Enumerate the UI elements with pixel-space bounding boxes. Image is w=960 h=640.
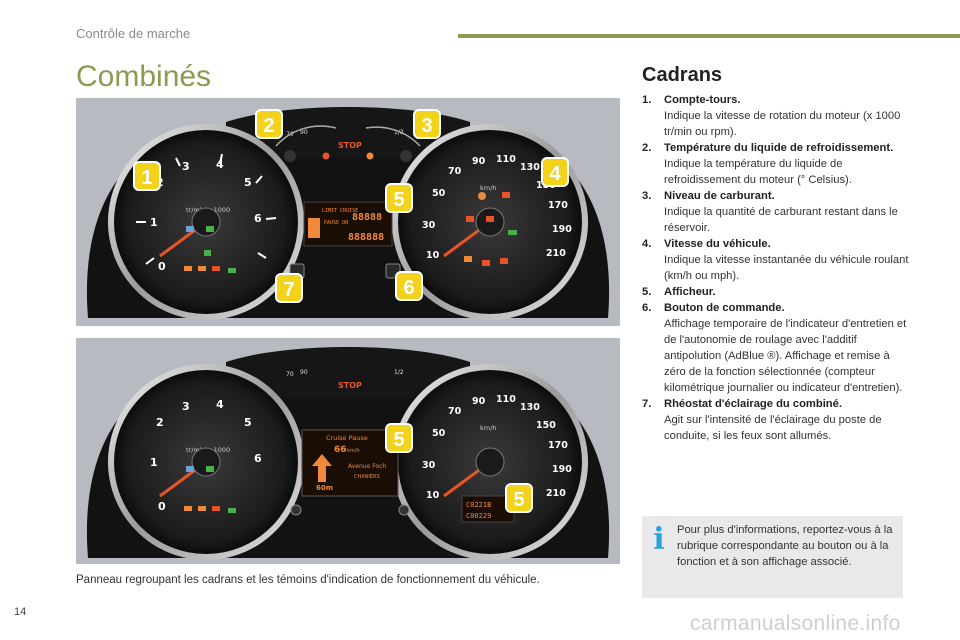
svg-text:130: 130 — [520, 402, 540, 413]
speed-unit-label: km/h — [480, 184, 496, 192]
callout-3: 3 — [413, 109, 441, 139]
svg-text:90: 90 — [472, 156, 486, 167]
callout-5-odometer: 5 — [505, 483, 533, 513]
svg-text:2: 2 — [156, 416, 164, 429]
svg-text:C0221B: C0221B — [466, 501, 491, 509]
svg-text:190: 190 — [552, 464, 572, 475]
svg-text:1/2: 1/2 — [394, 369, 404, 376]
svg-text:CHANIERS: CHANIERS — [354, 474, 380, 480]
svg-text:1: 1 — [141, 167, 152, 189]
svg-text:10: 10 — [426, 490, 440, 501]
svg-text:4: 4 — [549, 163, 561, 185]
svg-text:190: 190 — [552, 224, 572, 235]
svg-text:1: 1 — [150, 456, 158, 469]
callout-6: 6 — [395, 271, 423, 301]
callout-2: 2 — [255, 109, 283, 139]
stop-warning-label: STOP — [338, 381, 362, 390]
svg-text:70: 70 — [286, 371, 294, 378]
svg-text:70: 70 — [448, 166, 462, 177]
svg-text:2: 2 — [263, 115, 274, 137]
svg-text:1: 1 — [150, 216, 158, 229]
svg-text:0: 0 — [158, 260, 166, 273]
svg-text:170: 170 — [548, 440, 568, 451]
section-header-label: Contrôle de marche — [76, 26, 191, 41]
svg-text:3: 3 — [421, 115, 432, 137]
page-title: Combinés — [76, 60, 212, 93]
svg-text:0: 0 — [158, 500, 166, 513]
callout-5: 5 — [385, 183, 413, 213]
svg-text:7: 7 — [283, 279, 294, 301]
svg-text:3: 3 — [182, 400, 190, 413]
svg-text:60m: 60m — [316, 484, 333, 492]
page-number: 14 — [14, 606, 27, 618]
svg-text:km/h: km/h — [480, 424, 496, 432]
svg-text:90: 90 — [472, 396, 486, 407]
svg-text:Avenue Foch: Avenue Foch — [348, 463, 386, 470]
svg-text:150: 150 — [536, 420, 556, 431]
svg-text:6: 6 — [254, 452, 262, 465]
callout-1: 1 — [133, 161, 161, 191]
info-note-text: Pour plus d'informations, reportez-vous … — [677, 524, 893, 568]
svg-text:5: 5 — [393, 189, 404, 211]
svg-text:110: 110 — [496, 154, 516, 165]
list-item: 6.Bouton de commande.Affichage temporair… — [642, 302, 907, 394]
svg-text:90: 90 — [300, 369, 308, 376]
svg-text:LIMIT CRUISE: LIMIT CRUISE — [322, 208, 358, 214]
svg-text:1/2: 1/2 — [394, 129, 404, 136]
svg-text:Cruise Pause: Cruise Pause — [326, 434, 368, 442]
svg-text:5: 5 — [393, 429, 404, 451]
callout-5-display: 5 — [385, 423, 413, 453]
svg-text:6: 6 — [403, 277, 414, 299]
svg-text:5: 5 — [244, 416, 252, 429]
svg-text:km/h: km/h — [347, 448, 360, 454]
svg-text:4: 4 — [216, 158, 224, 171]
info-note-box: i Pour plus d'informations, reportez-vou… — [642, 516, 903, 598]
list-item: 3.Niveau de carburant.Indique la quantit… — [642, 190, 898, 234]
svg-text:50: 50 — [432, 188, 446, 199]
stop-warning-label: STOP — [338, 141, 362, 150]
svg-text:10: 10 — [426, 250, 440, 261]
svg-text:4: 4 — [216, 398, 224, 411]
info-icon: i — [653, 522, 665, 557]
svg-text:5: 5 — [244, 176, 252, 189]
svg-text:PAUSE ON: PAUSE ON — [324, 220, 348, 226]
watermark: carmanualsonline.info — [690, 612, 901, 635]
svg-text:C00229: C00229 — [466, 512, 491, 520]
svg-text:88888: 88888 — [352, 212, 382, 223]
svg-text:90: 90 — [300, 129, 308, 136]
figure-caption: Panneau regroupant les cadrans et les té… — [76, 574, 540, 586]
svg-text:66: 66 — [334, 445, 347, 455]
svg-text:110: 110 — [496, 394, 516, 405]
svg-text:30: 30 — [422, 220, 436, 231]
svg-text:888888: 888888 — [348, 232, 384, 243]
svg-text:210: 210 — [546, 488, 566, 499]
gauge-legend-list: 1.Compte-tours.Indique la vitesse de rot… — [642, 92, 914, 444]
svg-text:3: 3 — [182, 160, 190, 173]
section-title: Cadrans — [642, 64, 723, 86]
list-item: 2.Température du liquide de refroidissem… — [642, 142, 894, 186]
svg-text:5: 5 — [513, 489, 524, 511]
list-item: 7.Rhéostat d'éclairage du combiné.Agit s… — [642, 398, 882, 442]
list-item: 4.Vitesse du véhicule.Indique la vitesse… — [642, 238, 909, 282]
header-divider — [458, 34, 960, 38]
callout-4: 4 — [541, 157, 569, 187]
tach-warning-lamps — [184, 226, 236, 273]
svg-text:70: 70 — [448, 406, 462, 417]
callout-7: 7 — [275, 273, 303, 303]
svg-text:50: 50 — [432, 428, 446, 439]
svg-text:210: 210 — [546, 248, 566, 259]
svg-text:6: 6 — [254, 212, 262, 225]
list-item: 1.Compte-tours.Indique la vitesse de rot… — [642, 94, 901, 138]
svg-text:170: 170 — [548, 200, 568, 211]
svg-text:30: 30 — [422, 460, 436, 471]
svg-text:130: 130 — [520, 162, 540, 173]
list-item: 5.Afficheur. — [642, 286, 716, 298]
speedo-warning-lamps — [464, 192, 517, 266]
